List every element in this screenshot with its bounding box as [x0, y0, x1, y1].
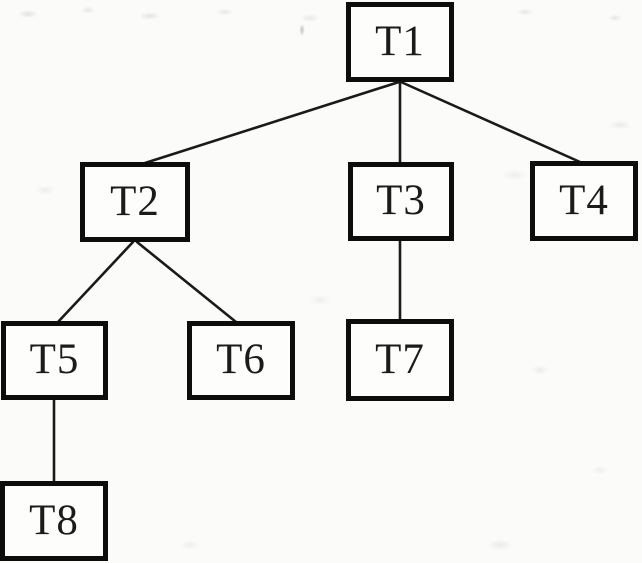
tree-node-t6-label: T6	[216, 336, 266, 383]
tree-node-t7-label: T7	[375, 335, 425, 383]
tree-node-t5: T5	[1, 321, 108, 400]
edge-t2-t6	[135, 240, 238, 324]
tree-node-t2-label: T2	[110, 177, 160, 225]
tree-node-t1: T1	[346, 2, 454, 82]
edge-t2-t5	[56, 240, 135, 324]
edge-t1-t4	[399, 80, 582, 164]
tree-node-t4: T4	[530, 161, 638, 241]
tree-node-t8: T8	[0, 481, 108, 561]
tree-node-t7: T7	[346, 319, 454, 401]
tree-node-t1-label: T1	[375, 17, 425, 65]
tree-node-t8-label: T8	[29, 496, 79, 544]
tree-node-t4-label: T4	[559, 176, 609, 224]
tree-node-t3-label: T3	[376, 177, 426, 224]
tree-node-t2: T2	[80, 162, 190, 242]
edge-t1-t2	[143, 80, 401, 165]
tree-node-t5-label: T5	[29, 336, 80, 383]
tree-node-t6: T6	[187, 321, 295, 400]
tree-node-t3: T3	[348, 162, 454, 241]
